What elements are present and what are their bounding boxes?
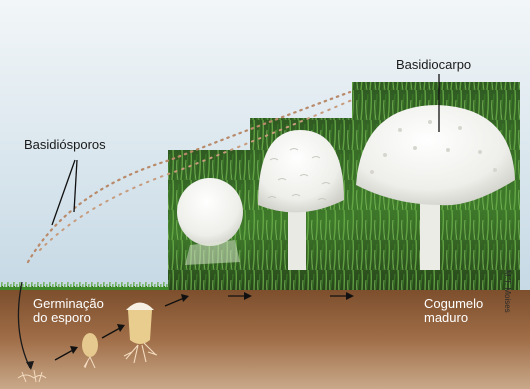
label-germinacao-line2: do esporo bbox=[33, 310, 91, 325]
photo-panel-young bbox=[168, 150, 252, 290]
mature-mushroom-stem bbox=[420, 195, 440, 270]
photo-panel-developing bbox=[250, 118, 356, 290]
developing-mushroom-stem bbox=[288, 210, 306, 270]
label-basidiosporos: Basidiósporos bbox=[24, 137, 106, 152]
image-credit: M.T. Moises bbox=[503, 270, 512, 330]
label-cogumelo-line1: Cogumelo bbox=[424, 296, 483, 311]
photo-panel-mature bbox=[352, 82, 520, 290]
label-basidiocarpo: Basidiocarpo bbox=[396, 57, 471, 72]
label-cogumelo-line2: maduro bbox=[424, 310, 468, 325]
young-mushroom-button bbox=[177, 178, 243, 246]
label-germinacao-line1: Germinação bbox=[33, 296, 104, 311]
